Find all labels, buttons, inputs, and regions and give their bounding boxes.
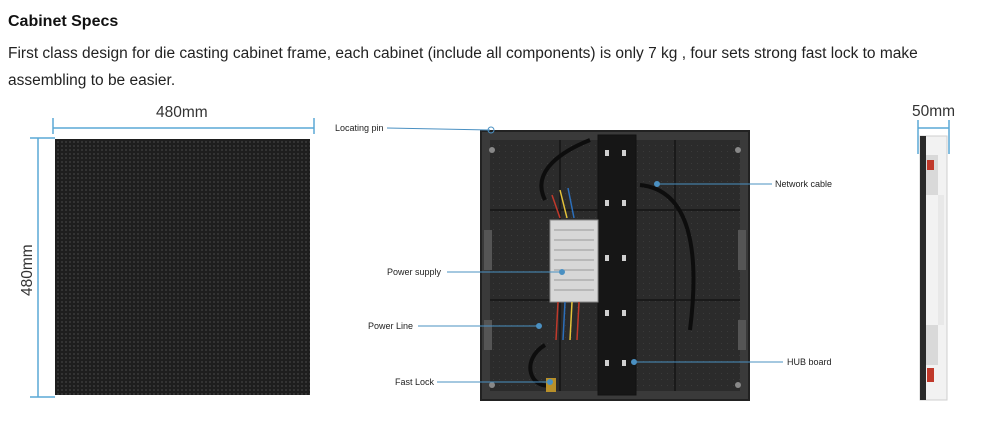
callout-network-cable: Network cable (775, 179, 833, 189)
callout-lines (386, 126, 783, 385)
depth-dimension-line (917, 120, 950, 154)
callout-power-line: Power Line (368, 321, 414, 331)
back-panel (480, 130, 750, 401)
front-panel (55, 139, 310, 395)
callout-fast-lock: Fast Lock (395, 377, 435, 387)
depth-dimension-label: 50mm (912, 103, 956, 120)
width-dimension-line (52, 118, 315, 134)
section-title: Cabinet Specs (8, 13, 119, 30)
callout-locating-pin: Locating pin (335, 123, 384, 133)
height-dimension-line (30, 137, 55, 398)
side-view (919, 135, 948, 401)
width-dimension-label: 480mm (156, 104, 208, 121)
callout-power-supply: Power supply (387, 267, 442, 277)
section-description: First class design for die casting cabin… (8, 45, 918, 89)
callout-hub-board: HUB board (787, 357, 832, 367)
